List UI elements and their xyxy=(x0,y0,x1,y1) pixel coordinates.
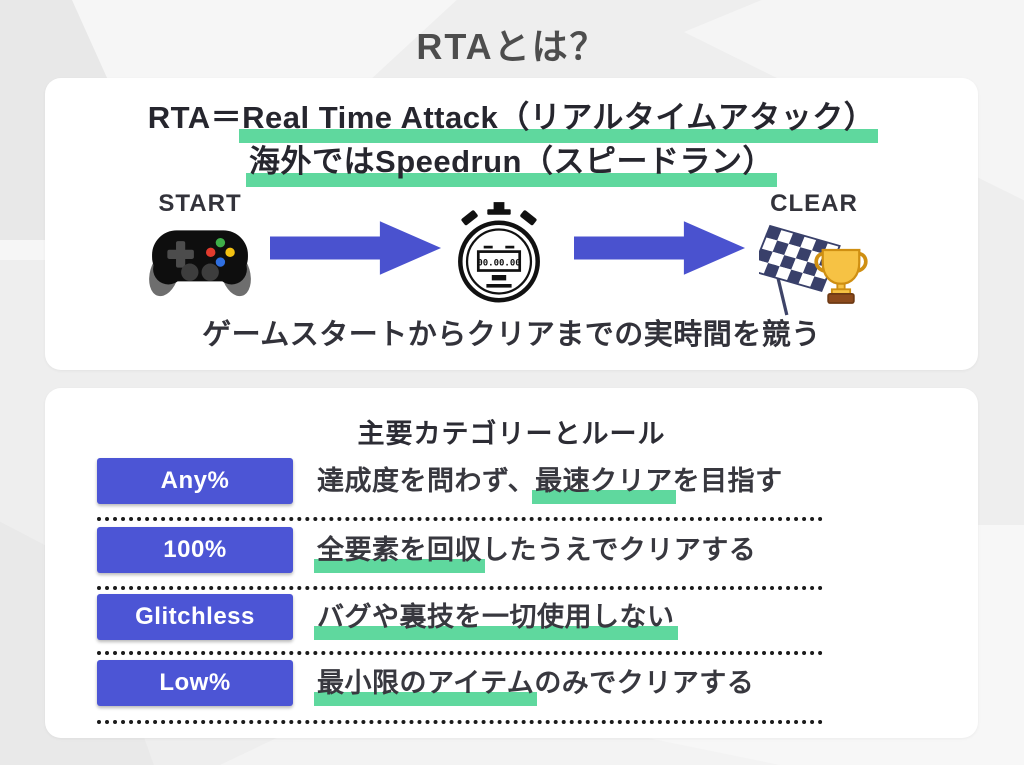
definition-heading-line1: RTA＝Real Time Attack（リアルタイムアタック） xyxy=(45,96,978,143)
definition-heading-line2: 海外ではSpeedrun（スピードラン） xyxy=(45,140,978,187)
heading-plain-text: RTA＝ xyxy=(147,100,243,135)
desc-highlight-text: バグや裏技を一切使用しない xyxy=(314,602,678,640)
desc-highlight-text: 最小限のアイテム xyxy=(314,668,538,706)
category-row: Any% 達成度を問わず、最速クリアを目指す xyxy=(45,458,978,504)
categories-card: 主要カテゴリーとルール Any% 達成度を問わず、最速クリアを目指す 100% … xyxy=(45,388,978,738)
clear-label: CLEAR xyxy=(770,190,858,217)
category-description: 達成度を問わず、最速クリアを目指す xyxy=(317,458,783,504)
definition-summary: ゲームスタートからクリアまでの実時間を競う xyxy=(202,319,821,351)
category-badge: Glitchless xyxy=(97,594,293,640)
heading-highlight-text: Real Time Attack（リアルタイムアタック） xyxy=(239,100,879,143)
category-description: 最小限のアイテムのみでクリアする xyxy=(314,660,755,706)
stopwatch-icon: 00.00.00 xyxy=(458,202,540,303)
heading-highlight-text: 海外ではSpeedrun（スピードラン） xyxy=(246,144,777,187)
definition-card: RTA＝Real Time Attack（リアルタイムアタック） 海外ではSpe… xyxy=(45,78,978,370)
desc-highlight-text: 最速クリア xyxy=(532,466,676,504)
category-row: Glitchless バグや裏技を一切使用しない xyxy=(45,594,978,640)
category-description: 全要素を回収したうえでクリアする xyxy=(314,527,757,573)
gamepad-icon xyxy=(149,230,251,297)
category-description: バグや裏技を一切使用しない xyxy=(314,594,678,640)
start-label: START xyxy=(158,190,242,217)
dotted-divider xyxy=(97,651,823,655)
arrow-right-icon xyxy=(270,221,442,275)
category-badge: Low% xyxy=(97,660,293,706)
definition-heading: RTA＝Real Time Attack（リアルタイムアタック） 海外ではSpe… xyxy=(45,96,978,187)
desc-plain-text: 達成度を問わず、 xyxy=(317,466,536,496)
arrow-right-icon xyxy=(574,221,746,275)
category-badge: 100% xyxy=(97,527,293,573)
categories-title: 主要カテゴリーとルール xyxy=(357,419,666,449)
dotted-divider xyxy=(97,720,823,724)
trophy-icon xyxy=(814,248,868,304)
page-title: RTAとは？ xyxy=(416,26,608,67)
stopwatch-display: 00.00.00 xyxy=(477,259,520,269)
desc-plain-text: のみでクリアする xyxy=(534,668,755,698)
dotted-divider xyxy=(97,517,823,521)
desc-plain-text: を目指す xyxy=(672,466,783,496)
category-row: Low% 最小限のアイテムのみでクリアする xyxy=(45,660,978,706)
category-row: 100% 全要素を回収したうえでクリアする xyxy=(45,527,978,573)
desc-plain-text: したうえでクリアする xyxy=(482,535,757,565)
dotted-divider xyxy=(97,586,823,590)
category-badge: Any% xyxy=(97,458,293,504)
desc-highlight-text: 全要素を回収 xyxy=(314,535,485,573)
